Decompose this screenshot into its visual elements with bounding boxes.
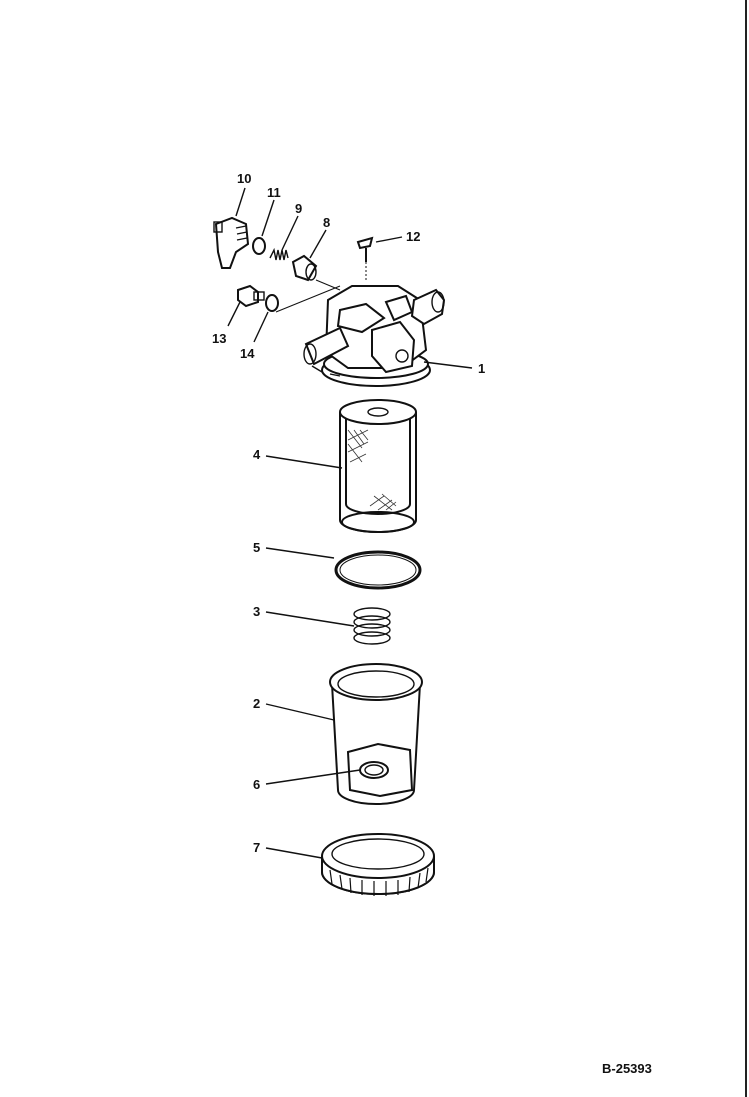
label-part-9: 9 (295, 201, 302, 216)
part-10-drain-cock (213, 216, 250, 269)
label-part-13: 13 (212, 331, 226, 346)
label-part-8: 8 (323, 215, 330, 230)
part-7-ring-nut (321, 833, 435, 896)
label-part-11: 11 (267, 185, 281, 200)
part-4-filter-element (339, 399, 417, 533)
part-9-spring (269, 247, 289, 261)
label-part-1: 1 (478, 361, 485, 376)
part-3-spring (353, 607, 391, 645)
label-part-7: 7 (253, 840, 260, 855)
part-11-o-ring (252, 237, 266, 255)
part-13-plug (237, 284, 265, 308)
label-part-4: 4 (253, 447, 261, 462)
leader-lines (227, 187, 473, 859)
label-part-10: 10 (237, 171, 251, 186)
part-1-filter-head (303, 285, 446, 387)
label-part-14: 14 (240, 346, 255, 361)
part-2-bowl (329, 663, 423, 805)
part-14-washer (265, 294, 279, 312)
label-part-12: 12 (406, 229, 420, 244)
label-part-2: 2 (253, 696, 260, 711)
label-part-6: 6 (253, 777, 260, 792)
part-12-screw (356, 236, 374, 282)
label-part-3: 3 (253, 604, 260, 619)
part-5-o-ring (334, 550, 422, 590)
figure-code: B-25393 (602, 1061, 652, 1076)
part-8-collar (291, 254, 318, 282)
label-part-5: 5 (253, 540, 260, 555)
